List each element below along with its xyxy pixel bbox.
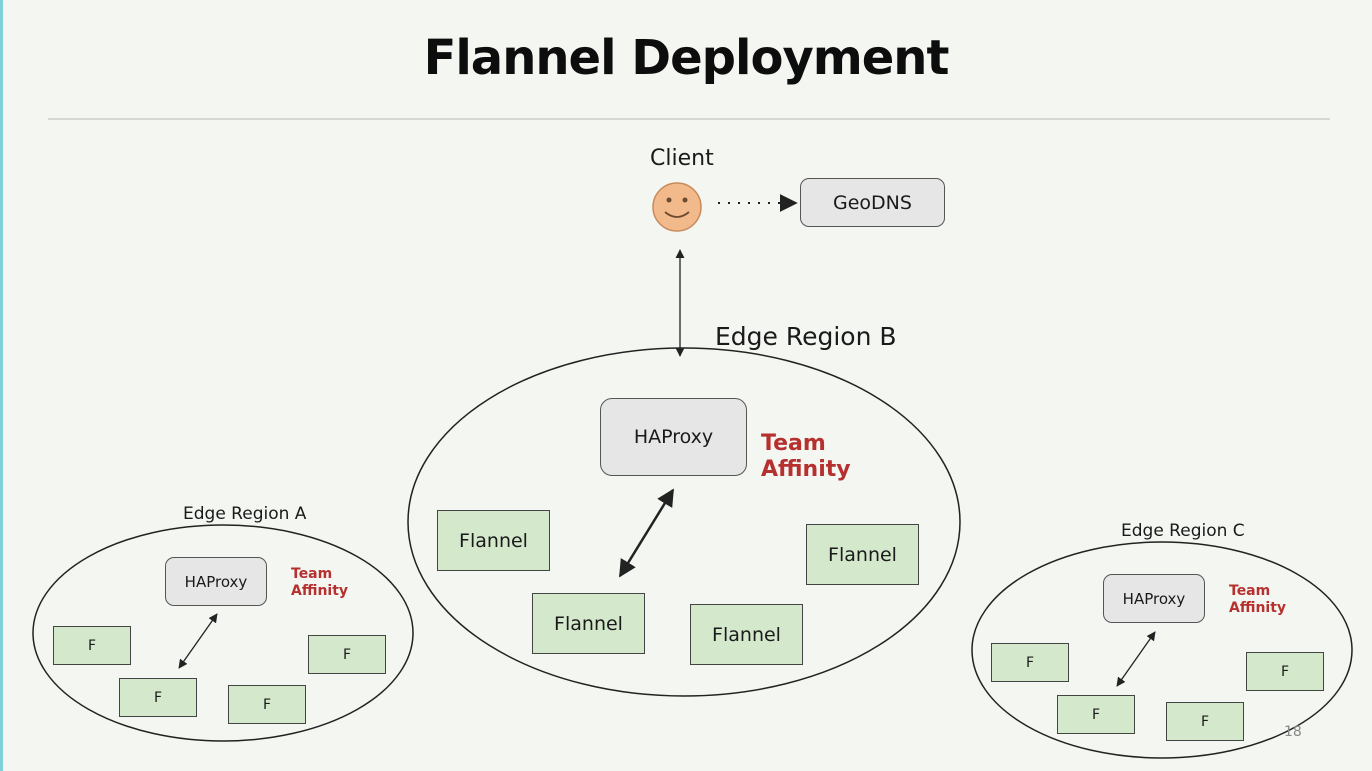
- region-a-team-line1: Team: [291, 566, 333, 582]
- page-number: 18: [1284, 724, 1302, 740]
- region-a-team-line2: Affinity: [291, 582, 349, 599]
- region-b-team-line2: Affinity: [761, 457, 851, 483]
- geodns-box: GeoDNS: [800, 178, 945, 227]
- region-a-proxy-arrow: [178, 613, 218, 669]
- region-c-haproxy: HAProxy: [1103, 574, 1205, 623]
- region-b-label: Edge Region B: [715, 322, 897, 351]
- region-b-team-line1: Team: [761, 431, 826, 456]
- title-divider: [48, 118, 1330, 120]
- region-c-proxy-arrow: [1116, 631, 1156, 687]
- region-a-flannel-node-2: F: [308, 635, 386, 674]
- region-a-haproxy: HAProxy: [165, 557, 267, 606]
- region-b-flannel-node-3: Flannel: [532, 593, 645, 654]
- region-c-flannel-node-4: F: [1166, 702, 1244, 741]
- region-c-flannel-node-3: F: [1057, 695, 1135, 734]
- region-b-proxy-arrow: [618, 488, 675, 578]
- region-b-team-affinity: Team Affinity: [761, 431, 851, 484]
- region-b-flannel-node-1: Flannel: [437, 510, 550, 571]
- region-c-flannel-node-2: F: [1246, 652, 1324, 691]
- region-a-boundary: [32, 524, 414, 742]
- region-c-team-affinity: Team Affinity: [1229, 583, 1286, 617]
- region-a-label: Edge Region A: [183, 504, 307, 524]
- region-b-flannel-node-2: Flannel: [806, 524, 919, 585]
- client-label: Client: [650, 146, 714, 171]
- region-a-flannel-node-4: F: [228, 685, 306, 724]
- region-c-team-line2: Affinity: [1229, 599, 1287, 616]
- region-c-flannel-node-1: F: [991, 643, 1069, 682]
- client-smiley-icon: [652, 182, 702, 232]
- region-b-haproxy: HAProxy: [600, 398, 747, 476]
- region-b-flannel-node-4: Flannel: [690, 604, 803, 665]
- region-a-flannel-node-3: F: [119, 678, 197, 717]
- region-a-team-affinity: Team Affinity: [291, 566, 348, 600]
- region-a-flannel-node-1: F: [53, 626, 131, 665]
- window-edge: [0, 0, 3, 771]
- region-c-boundary: [971, 541, 1353, 759]
- slide-title: Flannel Deployment: [423, 30, 950, 86]
- region-c-label: Edge Region C: [1121, 521, 1245, 541]
- region-c-team-line1: Team: [1229, 583, 1271, 599]
